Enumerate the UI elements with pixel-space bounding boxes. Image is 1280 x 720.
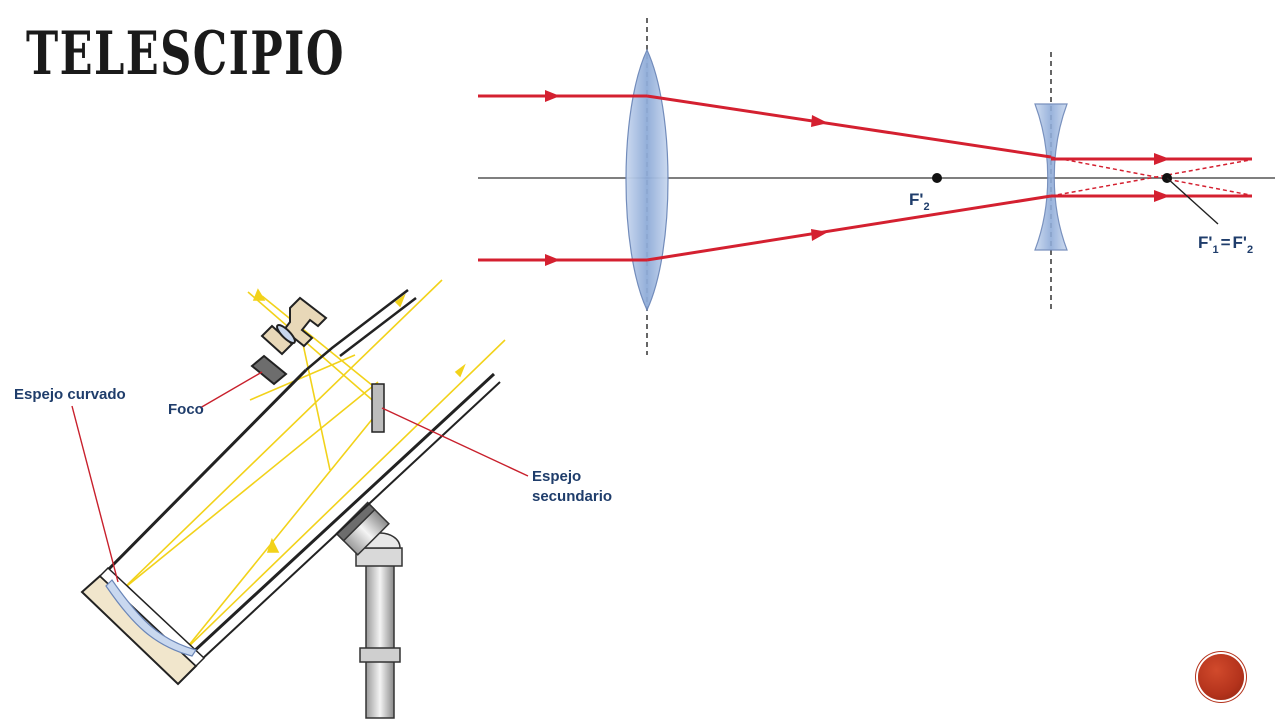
slide-nav-badge[interactable] bbox=[1198, 654, 1244, 700]
arrow-out-bottom bbox=[1154, 190, 1170, 202]
curved-mirror bbox=[105, 579, 197, 657]
focal-point-f2 bbox=[932, 173, 942, 183]
pointer-secondary-mirror bbox=[381, 407, 529, 477]
label-eq-f2-sub: 2 bbox=[1247, 244, 1253, 256]
eyepiece-lens bbox=[1034, 103, 1068, 251]
label-secondary-mirror-line1: Espejo bbox=[532, 468, 581, 485]
label-eq-f1-sub: 1 bbox=[1212, 244, 1218, 256]
label-eq-f2: F' bbox=[1233, 233, 1247, 252]
arrow-conv-bottom bbox=[811, 229, 828, 241]
arrow-in-top bbox=[545, 90, 560, 102]
label-secondary-mirror-line2: secundario bbox=[532, 488, 612, 505]
arrow-in-bottom bbox=[545, 254, 560, 266]
telescope-tube bbox=[80, 289, 501, 686]
telescope-mount bbox=[335, 501, 403, 719]
virtual-ray-bottom bbox=[1050, 159, 1251, 197]
converging-ray-top bbox=[646, 94, 1052, 159]
arrow-conv-top bbox=[811, 115, 828, 127]
pointer-focus bbox=[199, 371, 263, 409]
objective-lens bbox=[625, 48, 669, 312]
focuser bbox=[250, 296, 328, 386]
label-eq-f1: F' bbox=[1198, 233, 1212, 252]
svg-text:F'2: F'2 bbox=[909, 190, 930, 213]
converging-ray-bottom bbox=[646, 194, 1052, 262]
label-curved-mirror: Espejo curvado bbox=[14, 386, 126, 403]
light-rays bbox=[121, 279, 506, 651]
label-f2-sub: 2 bbox=[923, 201, 929, 213]
slide-title: TELESCIPIO bbox=[26, 19, 345, 89]
pointer-curved-mirror bbox=[71, 405, 119, 583]
arrow-out-top bbox=[1154, 153, 1170, 165]
label-eq-sign: = bbox=[1221, 233, 1231, 252]
label-focus: Foco bbox=[168, 401, 204, 418]
focal-pointer-line bbox=[1166, 177, 1219, 225]
virtual-ray-top bbox=[1050, 156, 1251, 196]
svg-text:F'1=F'2: F'1=F'2 bbox=[1198, 233, 1253, 256]
secondary-mirror bbox=[371, 383, 385, 433]
label-f2: F' bbox=[909, 190, 923, 209]
